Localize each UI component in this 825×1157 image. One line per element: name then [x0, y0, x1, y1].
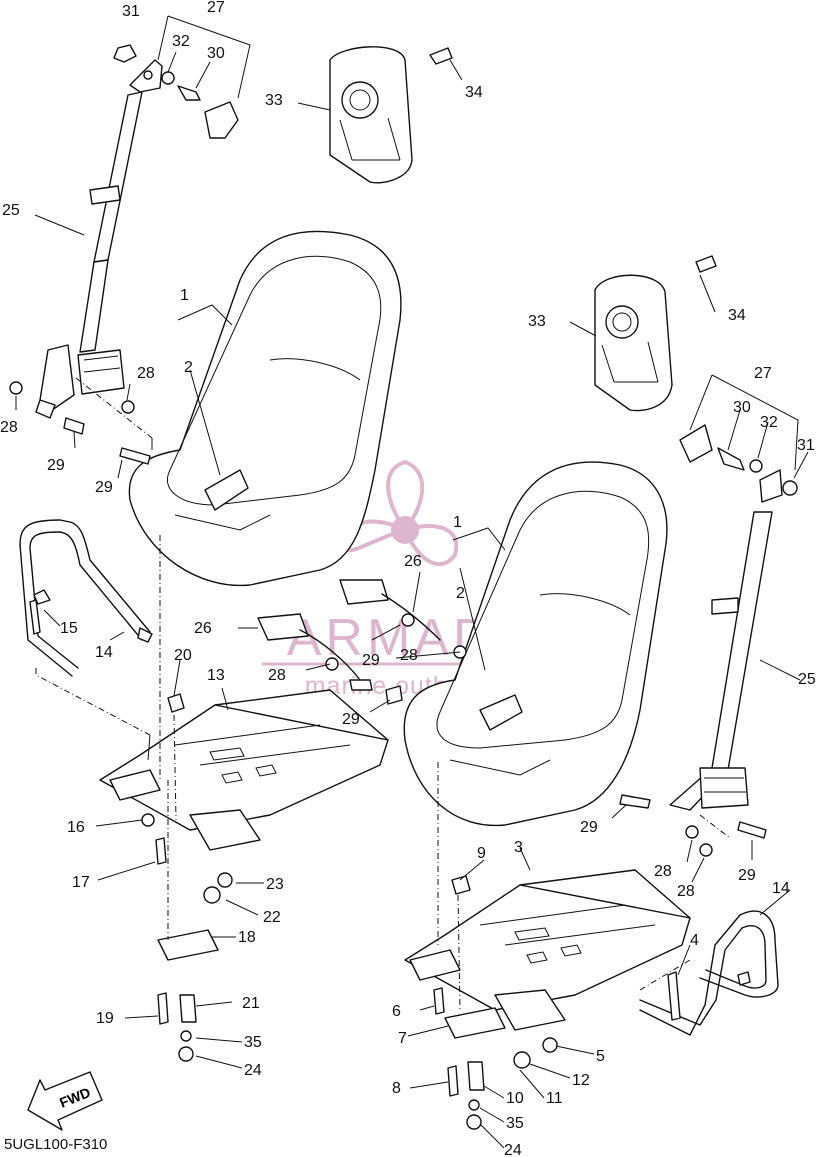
callout-35: 35 — [506, 1115, 524, 1132]
callout-34: 34 — [728, 307, 746, 324]
callout-29: 29 — [738, 867, 756, 884]
callout-24: 24 — [244, 1062, 262, 1079]
callout-10: 10 — [506, 1090, 524, 1107]
diagram-code: 5UGL100-F310 — [4, 1136, 108, 1153]
hardware — [9, 381, 767, 1130]
callout-29: 29 — [580, 819, 598, 836]
callout-31: 31 — [797, 437, 815, 454]
callout-35: 35 — [244, 1034, 262, 1051]
callout-28: 28 — [268, 667, 286, 684]
callout-25: 25 — [2, 202, 20, 219]
callout-5: 5 — [596, 1048, 605, 1065]
callout-16: 16 — [67, 819, 85, 836]
buckles — [257, 579, 467, 705]
left-seat-belt — [35, 91, 143, 419]
callout-27: 27 — [207, 0, 225, 16]
callout-29: 29 — [47, 457, 65, 474]
headrest-upper — [329, 46, 453, 184]
callout-29: 29 — [95, 479, 113, 496]
fwd-arrow: FWD — [27, 1071, 103, 1131]
callout-1: 1 — [453, 514, 462, 531]
assembly-lines — [35, 377, 731, 1011]
callout-24: 24 — [504, 1142, 522, 1157]
callout-7: 7 — [398, 1030, 407, 1047]
callout-17: 17 — [72, 874, 90, 891]
callout-27: 27 — [754, 365, 772, 382]
callout-26: 26 — [404, 553, 422, 570]
callout-25: 25 — [798, 671, 816, 688]
callout-21: 21 — [242, 995, 260, 1012]
callout-29: 29 — [342, 711, 360, 728]
callout-28: 28 — [0, 419, 18, 436]
callout-30: 30 — [733, 399, 751, 416]
callout-33: 33 — [528, 313, 546, 330]
callout-31: 31 — [122, 3, 140, 20]
callout-28: 28 — [654, 863, 672, 880]
left-grab-bar — [19, 519, 153, 677]
callout-18: 18 — [238, 929, 256, 946]
callout-28: 28 — [677, 883, 695, 900]
callout-6: 6 — [392, 1003, 401, 1020]
callout-13: 13 — [207, 667, 225, 684]
callout-2: 2 — [184, 359, 193, 376]
callout-1: 1 — [180, 287, 189, 304]
callout-20: 20 — [174, 647, 192, 664]
right-upper-anchor-27 — [679, 424, 798, 503]
callout-28: 28 — [137, 365, 155, 382]
callout-9: 9 — [477, 845, 486, 862]
propeller-hub — [391, 516, 419, 544]
left-upper-anchor-27 — [113, 44, 239, 139]
callout-11: 11 — [546, 1090, 563, 1107]
callout-8: 8 — [392, 1080, 401, 1097]
callout-32: 32 — [172, 33, 190, 50]
callout-12: 12 — [572, 1072, 590, 1089]
headrest-right — [594, 255, 717, 412]
left-seat — [128, 230, 402, 587]
leader-lines — [15, 15, 809, 1149]
callout-32: 32 — [760, 414, 778, 431]
callout-14: 14 — [95, 644, 113, 661]
callout-23: 23 — [266, 876, 284, 893]
callout-30: 30 — [207, 45, 225, 62]
right-grab-bar — [639, 910, 779, 1036]
callout-34: 34 — [465, 84, 483, 101]
callout-19: 19 — [96, 1010, 114, 1027]
callout-4: 4 — [690, 932, 699, 949]
right-seat-base — [404, 869, 691, 1031]
callout-26: 26 — [194, 620, 212, 637]
callout-33: 33 — [265, 92, 283, 109]
callout-22: 22 — [263, 909, 281, 926]
callout-2: 2 — [456, 585, 465, 602]
right-seat-belt — [669, 511, 773, 811]
right-seat — [403, 461, 668, 827]
callout-29: 29 — [362, 652, 380, 669]
callout-15: 15 — [60, 620, 78, 637]
callout-28: 28 — [400, 647, 418, 664]
left-seat-base — [99, 689, 389, 851]
callout-3: 3 — [514, 839, 523, 856]
callout-14: 14 — [772, 880, 790, 897]
